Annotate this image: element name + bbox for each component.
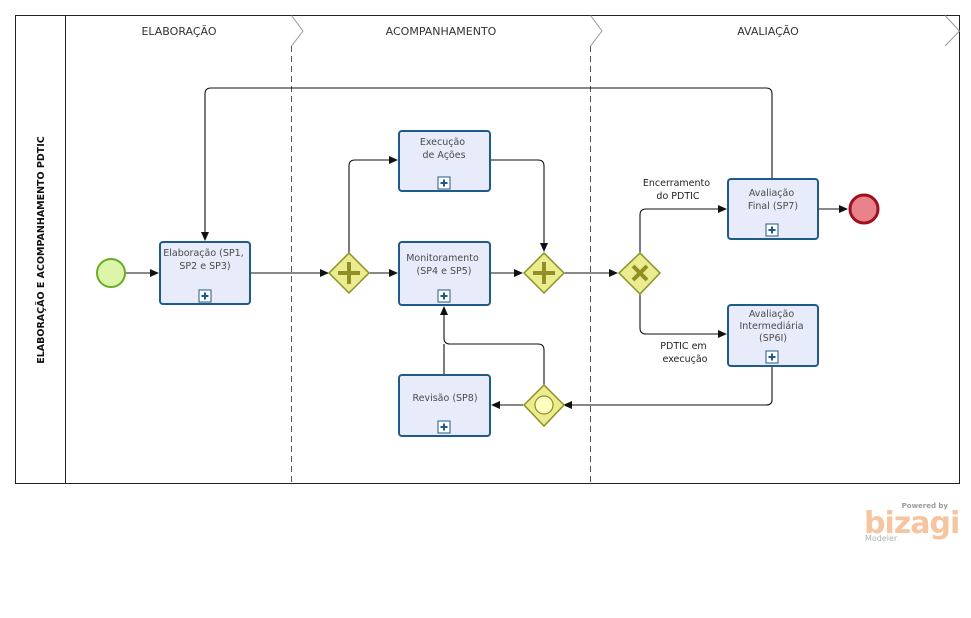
flow-label-em-execucao: PDTIC em execução <box>660 341 709 365</box>
plus-icon <box>338 262 360 284</box>
modeler-label: Modeler <box>865 534 898 543</box>
task-revisao[interactable]: Revisão (SP8) <box>398 374 491 437</box>
subprocess-marker-icon <box>437 289 451 303</box>
task-execucao[interactable]: Execução de Ações <box>398 130 491 192</box>
plus-icon <box>533 262 555 284</box>
phase-divider-2-header <box>590 15 603 47</box>
task-revisao-label: Revisão (SP8) <box>412 393 477 404</box>
end-event[interactable] <box>848 193 880 225</box>
task-execucao-label: Execução de Ações <box>420 137 468 161</box>
x-icon <box>631 264 649 282</box>
gateway-exclusive[interactable] <box>617 251 662 296</box>
flow-execucao-to-join <box>490 159 548 252</box>
task-avaliacao-intermediaria[interactable]: Avaliação Intermediária (SP6I) <box>727 304 819 367</box>
gateway-event-based[interactable] <box>522 383 566 428</box>
task-avaliacao-intermediaria-label: Avaliação Intermediária (SP6I) <box>739 309 806 344</box>
flow-final-loop-to-elaboracao <box>201 87 773 241</box>
flow-xor-to-intermediaria <box>639 294 727 338</box>
flow-fork-to-execucao <box>348 156 398 253</box>
powered-by-label: Powered by <box>901 502 948 510</box>
task-avaliacao-final-label: Avaliação Final (SP7) <box>748 188 798 212</box>
flow-label-encerramento: Encerramento do PDTIC <box>643 178 713 202</box>
task-avaliacao-final[interactable]: Avaliação Final (SP7) <box>727 178 819 240</box>
task-elaboracao[interactable]: Elaboração (SP1, SP2 e SP3) <box>159 241 251 305</box>
flow-xor-to-final <box>639 205 727 253</box>
subprocess-marker-icon <box>198 289 212 303</box>
phase-divider-1-header <box>291 15 304 47</box>
phase-divider-3-header <box>944 15 961 47</box>
flow-event-gw-to-monitoramento <box>440 306 545 385</box>
circle-icon <box>534 395 554 415</box>
phase-headers <box>291 15 961 47</box>
start-event[interactable] <box>96 258 126 288</box>
subprocess-marker-icon <box>437 176 451 190</box>
bizagi-logo: Powered by bizagi Modeler <box>856 500 960 550</box>
subprocess-marker-icon <box>765 350 779 364</box>
gateway-parallel-join[interactable] <box>522 251 566 295</box>
task-elaboracao-label: Elaboração (SP1, SP2 e SP3) <box>163 248 246 272</box>
lane-elaboracao: ELABORAÇÃO <box>141 25 216 38</box>
flow-intermediaria-to-event-gw <box>563 366 773 409</box>
task-monitoramento[interactable]: Monitoramento (SP4 e SP5) <box>398 241 491 306</box>
pool-title: ELABORAÇÃO E ACOMPANHAMENTO PDTIC <box>36 136 47 364</box>
gateway-parallel-fork[interactable] <box>327 251 371 295</box>
sequence-flows <box>125 87 848 409</box>
subprocess-marker-icon <box>765 223 779 237</box>
lane-acompanhamento: ACOMPANHAMENTO <box>386 25 497 38</box>
task-monitoramento-label: Monitoramento (SP4 e SP5) <box>406 253 482 277</box>
lane-avaliacao: AVALIAÇÃO <box>737 25 799 38</box>
bizagi-wordmark: bizagi <box>864 506 960 541</box>
subprocess-marker-icon <box>437 420 451 434</box>
